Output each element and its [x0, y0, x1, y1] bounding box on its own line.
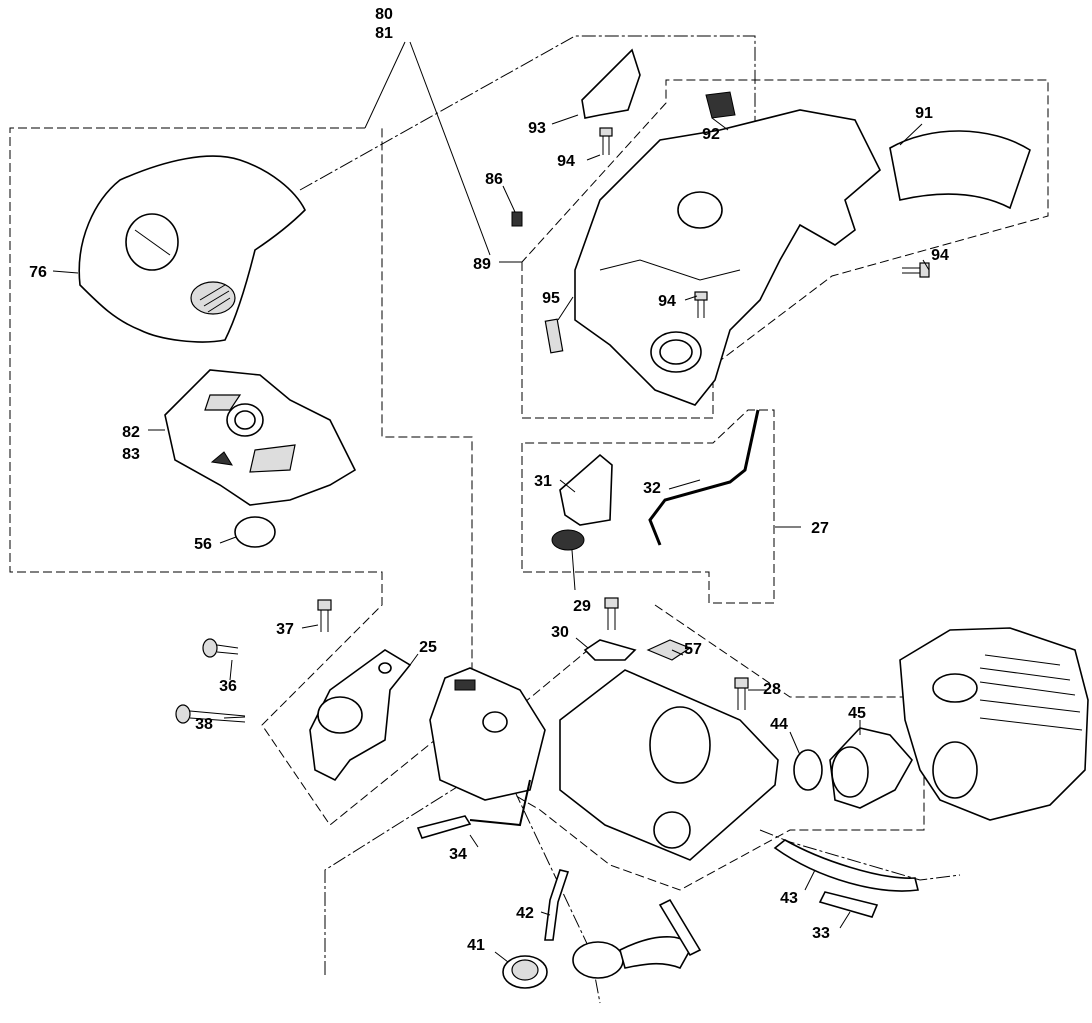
label-38: 38 [195, 716, 213, 733]
label-34: 34 [449, 846, 467, 863]
label-95: 95 [542, 290, 560, 307]
label-94-top: 94 [557, 153, 575, 170]
group-boundary-top-cover [521, 79, 1049, 419]
air-filter-part-82 [164, 369, 357, 506]
carburetor [429, 667, 546, 801]
label-92: 92 [702, 126, 720, 143]
clip-part-30 [583, 639, 637, 661]
screw-part-37 [317, 599, 332, 632]
label-31: 31 [534, 473, 552, 490]
label-81: 81 [375, 25, 393, 42]
part-labels: 80 81 93 92 91 94 86 89 94 95 94 76 82 8… [29, 6, 949, 954]
primer-bulb-part-41 [502, 955, 548, 989]
label-43: 43 [780, 890, 798, 907]
label-57: 57 [684, 641, 702, 658]
fuel-pump-assembly [572, 898, 702, 979]
sticker-part-95 [544, 318, 564, 354]
label-76: 76 [29, 264, 47, 281]
group-boundary-air-filter-cover [9, 127, 473, 826]
label-94-mid: 94 [658, 293, 676, 310]
choke-lever-part-31 [551, 453, 613, 551]
throttle-rod-wire [469, 779, 531, 827]
label-56: 56 [194, 536, 212, 553]
label-36: 36 [219, 678, 237, 695]
flange-part-25 [309, 649, 412, 782]
screw-part-94-mid [694, 291, 708, 318]
label-86: 86 [485, 171, 503, 188]
label-32: 32 [643, 480, 661, 497]
screw-part-28 [734, 677, 749, 710]
label-28: 28 [763, 681, 781, 698]
label-45: 45 [848, 705, 866, 722]
top-cover-part-89 [574, 109, 881, 406]
cover-strip-part-91 [889, 130, 1031, 210]
label-80: 80 [375, 6, 393, 23]
leader-lines [52, 41, 930, 963]
label-94-right: 94 [931, 247, 949, 264]
throttle-rod-part-34 [416, 815, 472, 839]
seal-part-57 [646, 639, 692, 661]
label-plate-part-92 [705, 91, 736, 119]
label-91: 91 [915, 105, 933, 122]
label-41: 41 [467, 937, 485, 954]
label-27: 27 [811, 520, 829, 537]
choke-rod-part-32 [648, 409, 760, 546]
group-boundary-choke [521, 409, 775, 604]
bolt-part-38 [175, 704, 246, 724]
leader-bracket-80-81 [299, 35, 756, 195]
label-89: 89 [473, 256, 491, 273]
fuel-hose-part-43 [773, 839, 919, 892]
label-82: 82 [122, 424, 140, 441]
label-83: 83 [122, 446, 140, 463]
label-37: 37 [276, 621, 294, 638]
label-25: 25 [419, 639, 437, 656]
screw-part-94-right [902, 262, 930, 278]
leader-hose-33 [759, 829, 961, 881]
cylinder [899, 627, 1089, 821]
screw-part-94-top [599, 127, 613, 155]
bracket-part-93 [581, 48, 641, 119]
o-ring-part-56 [234, 516, 276, 548]
label-93: 93 [528, 120, 546, 137]
intake-manifold-part-45 [829, 727, 913, 809]
screw-part-29 [604, 597, 619, 630]
hose-part-33 [818, 891, 879, 918]
label-44: 44 [770, 716, 788, 733]
label-33: 33 [812, 925, 830, 942]
screw-part-36 [202, 638, 239, 658]
label-42: 42 [516, 905, 534, 922]
ring-part-44 [793, 749, 823, 791]
hose-part-42 [544, 869, 570, 941]
air-filter-cover-part-76 [78, 155, 306, 343]
label-29: 29 [573, 598, 591, 615]
carburetor-housing [559, 669, 779, 861]
grommet-part-86 [511, 211, 523, 227]
label-30: 30 [551, 624, 569, 641]
